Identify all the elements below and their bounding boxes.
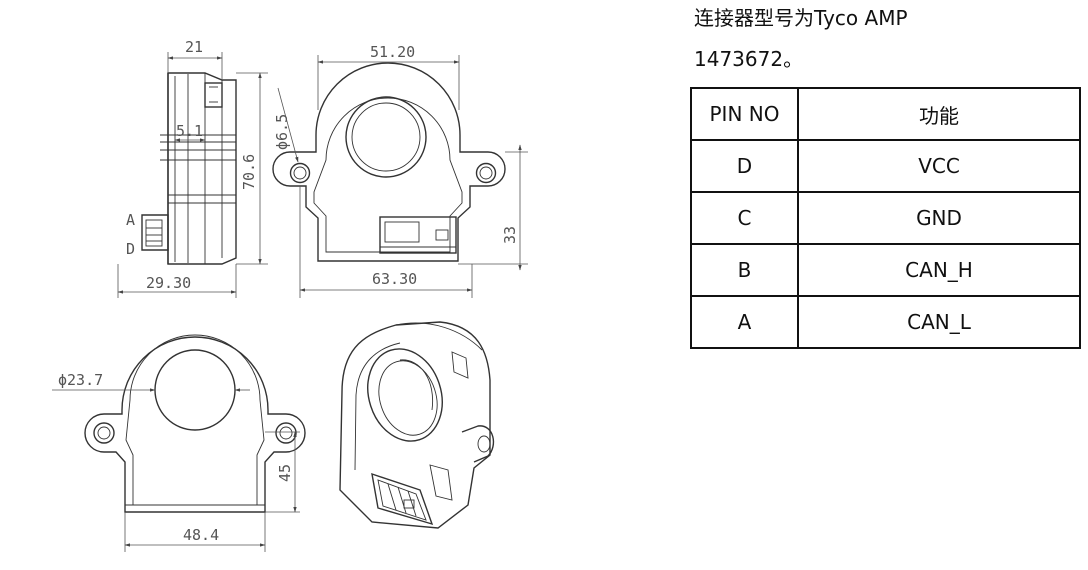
function-header: 功能	[797, 87, 1081, 141]
pin-table: PIN NO 功能 D VCC C GND B CAN_H A CAN_L	[690, 87, 1081, 349]
side-pin-a-label: A	[126, 211, 135, 229]
function-cell: GND	[797, 191, 1081, 245]
technical-drawing: 21 5.1 70.6 29.30 A D 51.20	[52, 38, 528, 552]
front-hole-dim: ϕ6.5	[273, 114, 291, 150]
function-cell: CAN_H	[797, 243, 1081, 297]
rear-bore-dim: ϕ23.7	[58, 371, 103, 389]
isometric-view	[339, 321, 495, 529]
connector-model-number: 1473672。	[694, 47, 804, 71]
pin-no-cell: D	[690, 139, 799, 193]
front-height-dim: 33	[501, 226, 519, 244]
side-height-dim: 70.6	[240, 154, 258, 190]
table-row: B CAN_H	[690, 243, 1081, 297]
rear-width-dim: 48.4	[183, 526, 219, 544]
pin-no-cell: A	[690, 295, 799, 349]
table-row: A CAN_L	[690, 295, 1081, 349]
table-row: D VCC	[690, 139, 1081, 193]
front-view: 51.20 63.30 33 ϕ6.5	[272, 43, 528, 298]
side-bottom-dim: 29.30	[146, 274, 191, 292]
table-row: C GND	[690, 191, 1081, 245]
pin-no-cell: B	[690, 243, 799, 297]
side-top-dim: 21	[185, 38, 203, 56]
side-inner-dim: 5.1	[176, 122, 203, 140]
connector-model-caption: 连接器型号为Tyco AMP	[694, 6, 908, 30]
function-cell: CAN_L	[797, 295, 1081, 349]
front-top-dim: 51.20	[370, 43, 415, 61]
side-view: 21 5.1 70.6 29.30 A D	[117, 38, 268, 298]
pin-no-header: PIN NO	[690, 87, 799, 141]
rear-height-dim: 45	[276, 464, 294, 482]
pin-table-header: PIN NO 功能	[690, 87, 1081, 141]
pin-no-cell: C	[690, 191, 799, 245]
front-width-dim: 63.30	[372, 270, 417, 288]
function-cell: VCC	[797, 139, 1081, 193]
rear-view: ϕ23.7 45 48.4	[52, 334, 306, 552]
side-pin-d-label: D	[126, 240, 135, 258]
